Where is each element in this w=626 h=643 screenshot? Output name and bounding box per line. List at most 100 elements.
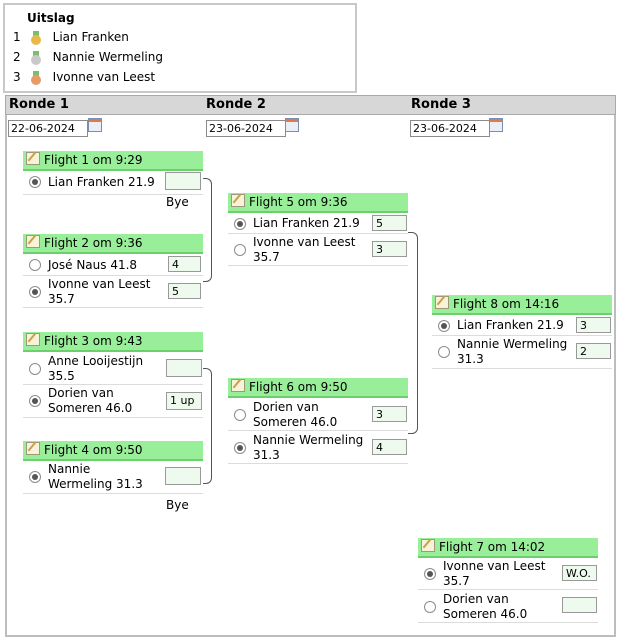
round-3-date-input[interactable]: 23-06-2024	[410, 120, 490, 137]
flight-title: Flight 6 om 9:50	[249, 380, 348, 394]
score-input[interactable]: 2	[576, 343, 611, 359]
score-input[interactable]: 4	[168, 256, 201, 272]
rank: 2	[13, 50, 21, 64]
round-2-date-input[interactable]: 23-06-2024	[206, 120, 286, 137]
player-name: Lian Franken 21.9	[253, 216, 360, 230]
result-name: Ivonne van Leest	[52, 70, 156, 84]
result-name: Nannie Wermeling	[52, 50, 163, 64]
calendar-icon[interactable]	[88, 118, 102, 132]
player-row: Anne Looijestijn 35.5	[23, 352, 203, 385]
flight-2-header[interactable]: Flight 2 om 9:36	[23, 234, 203, 254]
result-row: 1 Lian Franken	[13, 28, 129, 46]
player-name: Lian Franken 21.9	[457, 318, 564, 332]
winner-radio[interactable]	[29, 176, 41, 188]
flight-title: Flight 8 om 14:16	[453, 297, 560, 311]
result-row: 2 Nannie Wermeling	[13, 48, 163, 66]
edit-icon[interactable]	[26, 152, 40, 165]
score-input[interactable]: 3	[372, 241, 407, 257]
flight-8-header[interactable]: Flight 8 om 14:16	[432, 295, 612, 315]
score-input[interactable]	[562, 597, 597, 613]
flight-title: Flight 2 om 9:36	[44, 236, 143, 250]
winner-radio[interactable]	[438, 346, 450, 358]
edit-icon[interactable]	[231, 379, 245, 392]
winner-radio[interactable]	[234, 244, 246, 256]
winner-radio[interactable]	[424, 568, 436, 580]
winner-radio[interactable]	[29, 259, 41, 271]
round-3-label: Ronde 3	[411, 97, 471, 112]
flight-title: Flight 3 om 9:43	[44, 334, 143, 348]
player-row: Nannie Wermeling 31.3 2	[432, 336, 612, 369]
player-name: Nannie Wermeling 31.3	[457, 337, 568, 366]
player-name: Anne Looijestijn 35.5	[48, 354, 144, 383]
edit-icon[interactable]	[421, 539, 435, 552]
score-input[interactable]	[165, 467, 201, 485]
flight-4-header[interactable]: Flight 4 om 9:50	[23, 441, 203, 461]
player-row: Nannie Wermeling 31.3	[23, 461, 203, 494]
result-name: Lian Franken	[52, 30, 129, 44]
edit-icon[interactable]	[26, 333, 40, 346]
flight-7-header[interactable]: Flight 7 om 14:02	[418, 538, 598, 558]
winner-radio[interactable]	[29, 286, 41, 298]
player-row: Lian Franken 21.9 5	[228, 213, 408, 234]
results-title: Uitslag	[27, 11, 75, 25]
score-input[interactable]: 5	[168, 283, 201, 299]
edit-icon[interactable]	[26, 235, 40, 248]
player-row: Dorien van Someren 46.0	[418, 590, 598, 623]
flight-1-header[interactable]: Flight 1 om 9:29	[23, 151, 203, 171]
score-input[interactable]	[166, 359, 202, 377]
flight-6-header[interactable]: Flight 6 om 9:50	[228, 378, 408, 398]
player-name: Ivonne van Leest 35.7	[443, 559, 546, 588]
calendar-icon[interactable]	[285, 118, 299, 132]
player-name: Ivonne van Leest 35.7	[253, 235, 356, 264]
winner-radio[interactable]	[29, 363, 41, 375]
score-input[interactable]: 1 up	[166, 392, 202, 410]
silver-medal-icon	[30, 50, 41, 65]
rank: 3	[13, 70, 21, 84]
round-1-date-input[interactable]: 22-06-2024	[8, 120, 88, 137]
player-name: Dorien van Someren 46.0	[253, 400, 338, 429]
player-row: Dorien van Someren 46.0 1 up	[23, 385, 203, 418]
flight-3-header[interactable]: Flight 3 om 9:43	[23, 332, 203, 352]
calendar-icon[interactable]	[489, 118, 503, 132]
flight-5-header[interactable]: Flight 5 om 9:36	[228, 193, 408, 213]
score-input[interactable]: W.O.	[562, 565, 597, 581]
bracket-connector	[203, 368, 212, 484]
round-2-label: Ronde 2	[206, 97, 266, 112]
winner-radio[interactable]	[234, 442, 246, 454]
bronze-medal-icon	[30, 70, 41, 85]
results-panel: Uitslag 1 Lian Franken 2 Nannie Wermelin…	[3, 3, 357, 93]
flight-title: Flight 4 om 9:50	[44, 443, 143, 457]
round-header-bar	[5, 95, 616, 115]
edit-icon[interactable]	[231, 194, 245, 207]
flight-title: Flight 7 om 14:02	[439, 540, 546, 554]
rank: 1	[13, 30, 21, 44]
player-row: José Naus 41.8 4	[23, 254, 203, 276]
score-input[interactable]: 3	[372, 406, 407, 422]
winner-radio[interactable]	[234, 409, 246, 421]
winner-radio[interactable]	[29, 395, 41, 407]
flight-title: Flight 1 om 9:29	[44, 153, 143, 167]
score-input[interactable]: 5	[372, 215, 407, 231]
bracket-connector	[203, 178, 212, 282]
player-row: Dorien van Someren 46.0 3	[228, 398, 408, 431]
round-1-label: Ronde 1	[9, 97, 69, 112]
player-name: Ivonne van Leest 35.7	[48, 277, 151, 306]
edit-icon[interactable]	[435, 296, 449, 309]
score-input[interactable]: 3	[576, 317, 611, 333]
winner-radio[interactable]	[424, 601, 436, 613]
score-input[interactable]	[165, 172, 201, 190]
winner-radio[interactable]	[234, 218, 246, 230]
bye-label: Bye	[166, 498, 189, 512]
gold-medal-icon	[30, 30, 41, 45]
player-row: Nannie Wermeling 31.3 4	[228, 431, 408, 464]
player-row: Ivonne van Leest 35.7 W.O.	[418, 558, 598, 590]
player-row: Ivonne van Leest 35.7 5	[23, 276, 203, 308]
winner-radio[interactable]	[29, 471, 41, 483]
score-input[interactable]: 4	[372, 439, 407, 455]
flight-title: Flight 5 om 9:36	[249, 195, 348, 209]
player-row: Ivonne van Leest 35.7 3	[228, 234, 408, 266]
player-row: Lian Franken 21.9	[23, 171, 203, 195]
winner-radio[interactable]	[438, 320, 450, 332]
player-name: Dorien van Someren 46.0	[48, 386, 133, 415]
edit-icon[interactable]	[26, 442, 40, 455]
